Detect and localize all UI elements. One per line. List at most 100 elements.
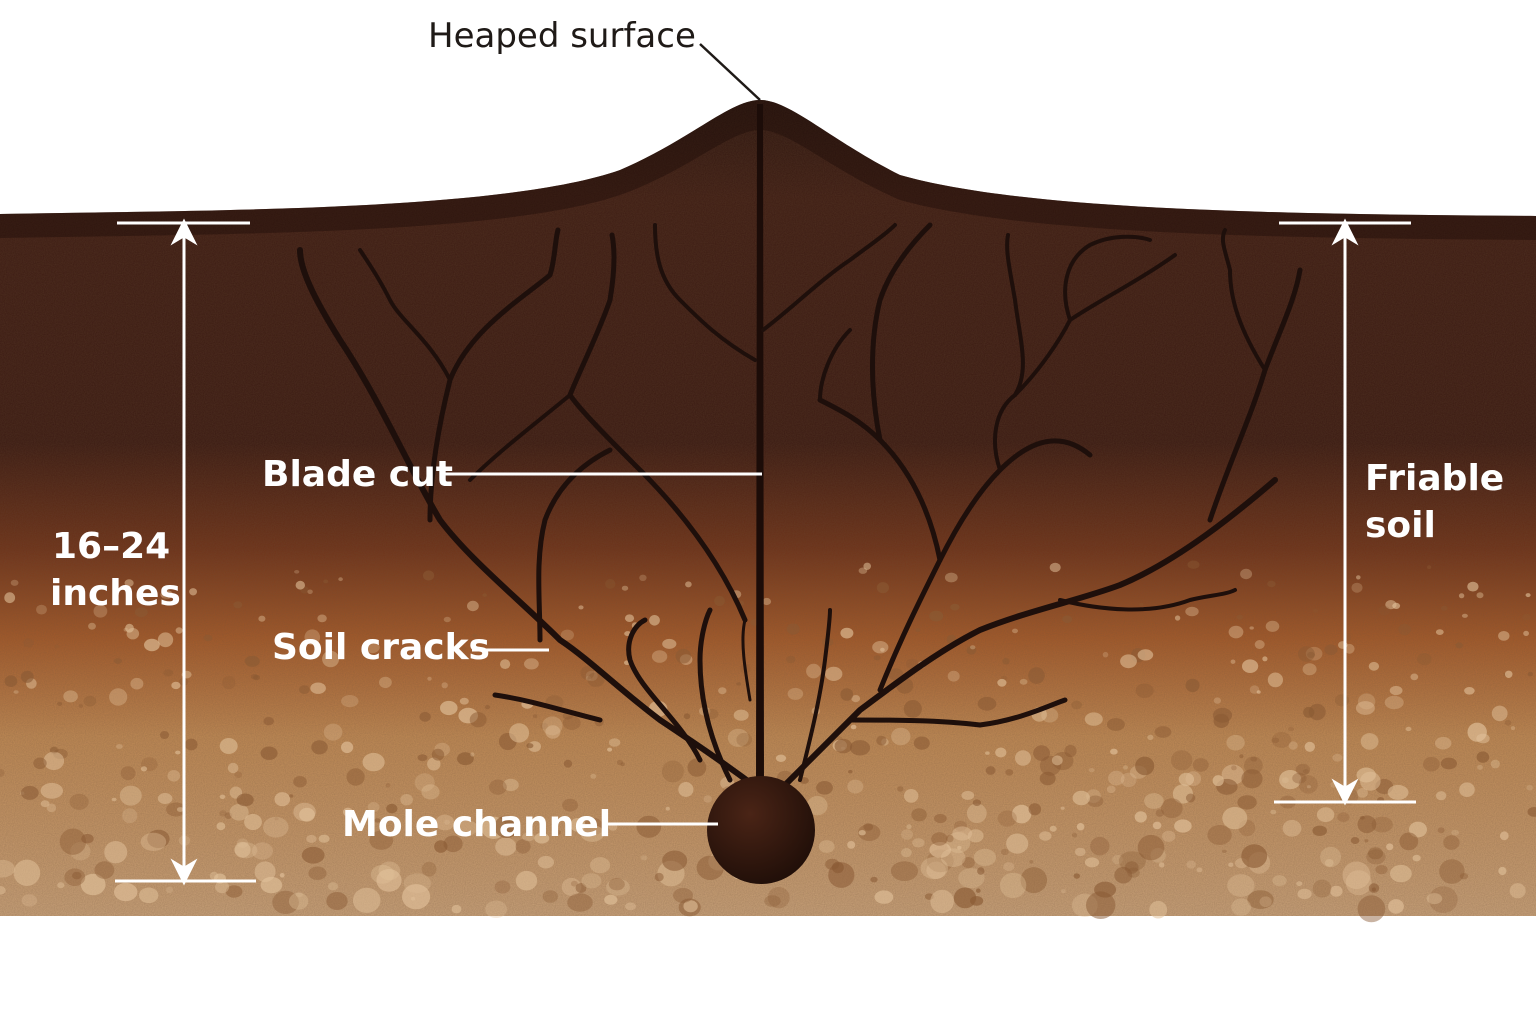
pebble [219, 810, 227, 817]
pebble [1086, 891, 1116, 919]
pebble [952, 826, 973, 841]
pebble [457, 752, 474, 766]
pebble [414, 773, 435, 792]
pebble [1087, 795, 1104, 807]
friable-label-line2: soil [1365, 505, 1436, 546]
pebble [1282, 819, 1302, 837]
pebble [54, 644, 60, 649]
pebble [1213, 713, 1230, 729]
pebble [995, 747, 1007, 758]
pebble [563, 759, 573, 768]
pebble [1371, 816, 1393, 833]
pebble [0, 886, 6, 895]
pebble [385, 783, 391, 788]
pebble [654, 872, 664, 882]
pebble [1498, 866, 1507, 876]
pebble [840, 688, 854, 701]
pebble [736, 732, 752, 747]
pebble [1086, 789, 1101, 804]
pebble [427, 676, 432, 681]
pebble [816, 781, 833, 795]
pebble [1491, 705, 1508, 722]
pebble [806, 663, 822, 679]
pebble [863, 823, 874, 831]
pebble [1062, 615, 1073, 623]
pebble [308, 866, 327, 880]
pebble [1212, 775, 1224, 787]
pebble [897, 786, 904, 792]
pebble [1134, 811, 1147, 823]
pebble [873, 655, 881, 661]
pebble [920, 857, 948, 880]
pebble [953, 887, 977, 909]
pebble [253, 674, 260, 681]
pebble [851, 695, 861, 703]
pebble [703, 795, 712, 803]
pebble [1440, 757, 1457, 770]
pebble [175, 627, 183, 634]
pebble [467, 600, 479, 612]
pebble [1296, 881, 1303, 887]
pebble [224, 812, 233, 819]
pebble [327, 882, 339, 891]
pebble [1350, 837, 1360, 844]
pebble [1120, 654, 1137, 669]
pebble [1061, 889, 1066, 894]
pebble [1525, 593, 1531, 598]
pebble [1423, 756, 1440, 772]
pebble [93, 604, 108, 618]
pebble [607, 747, 613, 752]
pebble [81, 833, 94, 844]
pebble [1227, 874, 1255, 897]
pebble [767, 886, 790, 909]
pebble [342, 807, 353, 817]
pebble [1196, 867, 1203, 873]
pebble [157, 793, 173, 804]
pebble [575, 883, 587, 893]
pebble [1106, 718, 1125, 731]
pebble [120, 766, 136, 781]
pebble [911, 808, 927, 822]
pebble [1435, 629, 1444, 635]
pebble [144, 638, 160, 652]
subsoil-pebbles [0, 560, 1536, 923]
pebble [4, 592, 16, 604]
pebble [825, 666, 843, 682]
pebble [254, 861, 276, 882]
pebble [1084, 857, 1100, 868]
pebble [1270, 809, 1277, 815]
pebble [13, 859, 41, 886]
pebble [1320, 846, 1342, 868]
pebble [376, 869, 402, 892]
heaped-surface-label: Heaped surface [428, 16, 696, 56]
pebble [1185, 678, 1200, 693]
pebble [1435, 791, 1447, 801]
pebble [1250, 756, 1258, 762]
pebble [219, 738, 238, 754]
pebble [1185, 793, 1196, 803]
pebble [847, 841, 856, 849]
pebble [301, 846, 325, 864]
pebble [1039, 831, 1052, 841]
pebble [1312, 608, 1319, 613]
pebble [874, 890, 894, 904]
pebble [545, 725, 561, 739]
pebble [1071, 832, 1078, 838]
pebble [834, 738, 853, 754]
pebble [714, 595, 725, 607]
soil-cracks-network [297, 222, 1303, 793]
pebble [1342, 861, 1371, 890]
pebble [1271, 737, 1280, 744]
pebble [1443, 835, 1460, 850]
pebble [263, 717, 275, 726]
pebble [1412, 854, 1421, 862]
pebble [1281, 777, 1289, 784]
pebble [1334, 694, 1350, 707]
pebble [234, 842, 258, 859]
pebble [1522, 613, 1531, 621]
pebble [1231, 765, 1237, 771]
pebble [526, 743, 534, 749]
pebble [1504, 720, 1512, 726]
pebble [274, 792, 291, 807]
pebble [1192, 758, 1209, 772]
